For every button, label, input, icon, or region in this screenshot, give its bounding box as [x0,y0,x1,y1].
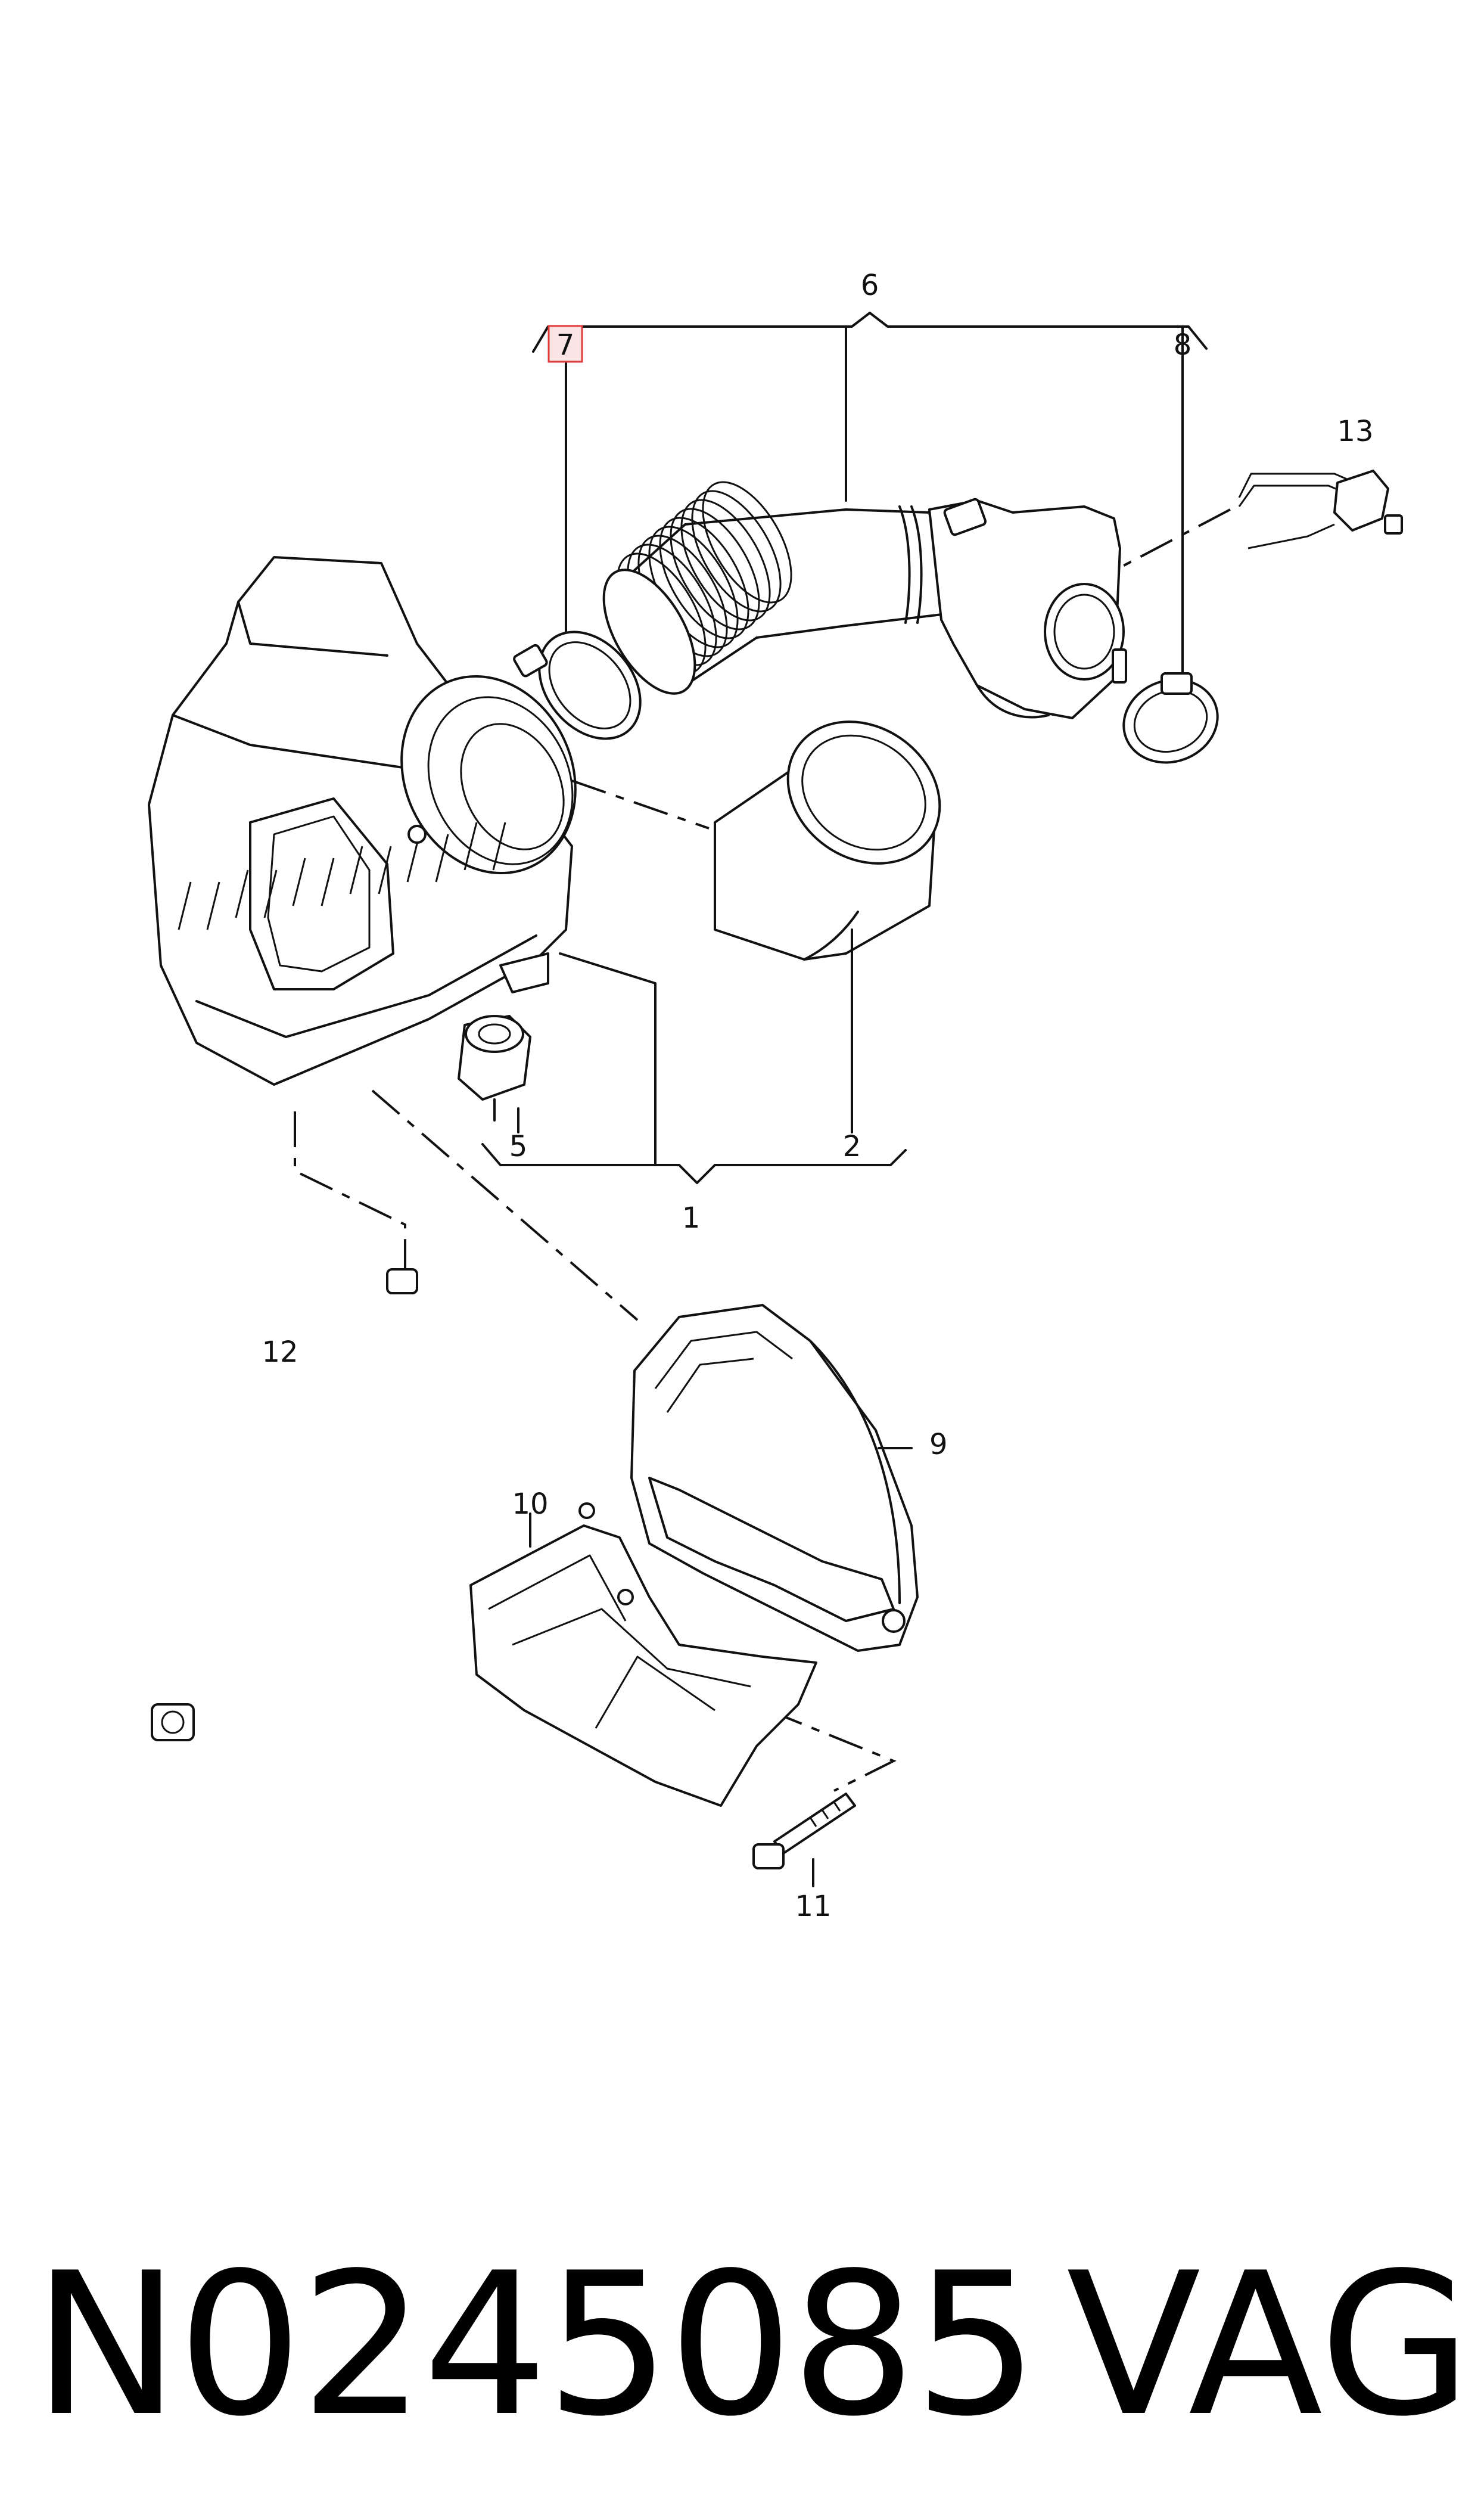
housing-fin [235,869,249,918]
callout-12: 12 [262,1335,298,1369]
part-number: N0245085 [33,2231,1039,2459]
intake-duct-9 [630,1304,919,1652]
callout-8: 8 [1174,328,1192,362]
housing-fin [435,834,449,883]
air-guide-10 [469,1502,817,1807]
hose-rib [702,481,792,604]
callout-labels: 6 7 8 13 5 2 1 12 9 10 11 [262,269,1373,1923]
callout-13: 13 [1337,415,1373,448]
callout-6: 6 [861,269,879,302]
callout-7-highlight [547,325,583,363]
hose-rib [670,508,760,630]
intake-hose [602,481,1127,719]
bolt-11 [752,1793,856,1887]
callout-11: 11 [795,1890,831,1923]
bracket-group-1 [481,928,907,1184]
housing-fin [178,881,192,930]
assembly-lines [294,1089,897,1792]
brand-name: VAG [1066,2231,1472,2459]
housing-fin [321,858,335,906]
housing-fin [349,846,363,894]
drain-valve-5 [458,1015,531,1122]
hose-rib [680,499,771,622]
callout-10: 10 [512,1487,548,1521]
housing-fin [263,869,278,918]
sensor-13 [1116,470,1403,570]
housing-fin [206,881,220,930]
callout-1: 1 [682,1201,701,1235]
callout-2: 2 [843,1130,861,1163]
hose-rib [659,517,749,639]
hose-clamp-7 [513,630,642,740]
callout-9: 9 [929,1428,948,1461]
housing-fin [492,822,506,871]
housing-fin [378,846,392,894]
air-filter-element-2 [571,720,941,961]
callout-7: 7 [556,328,575,362]
housing-fin [463,822,478,871]
hose-clamp-8 [1122,672,1219,764]
housing-fin [292,858,306,906]
air-filter-housing [148,556,577,1086]
callout-5: 5 [509,1130,528,1163]
hose-rib [691,490,782,613]
breather-hose-12 [151,1268,418,1741]
